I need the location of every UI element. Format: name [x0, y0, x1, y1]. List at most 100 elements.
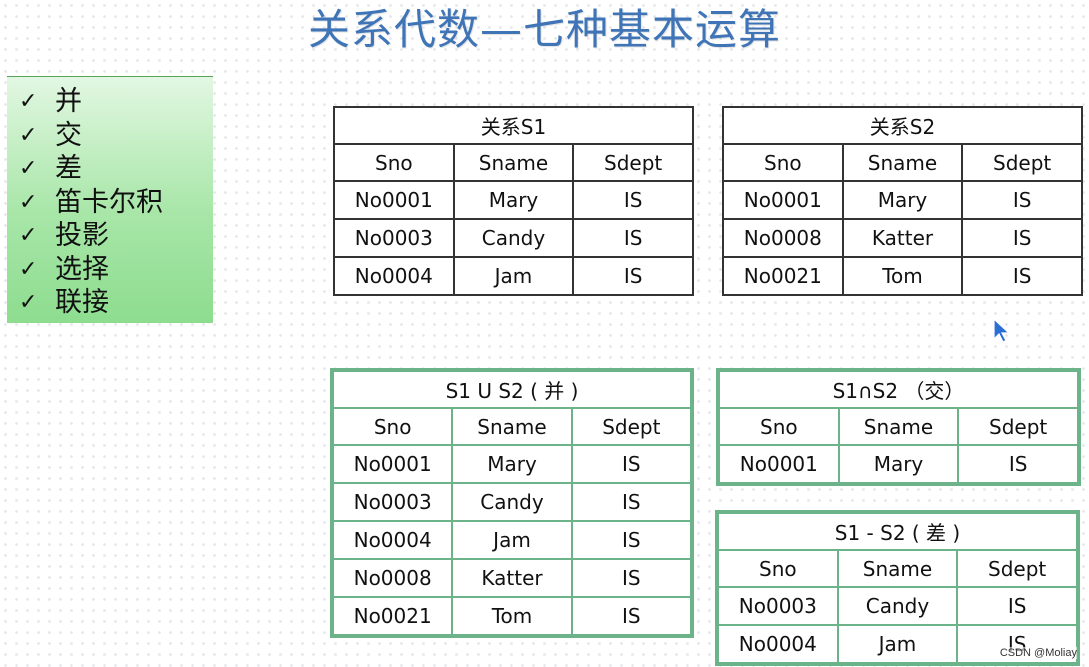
table-caption: 关系S1	[333, 106, 694, 145]
operation-label: 笛卡尔积	[55, 186, 163, 218]
operation-item: ✓联接	[19, 286, 213, 320]
table-cell: No0001	[722, 180, 844, 220]
check-icon: ✓	[19, 122, 38, 148]
operation-label: 交	[55, 119, 82, 151]
table-cell: IS	[570, 482, 693, 522]
table-cell: No0001	[718, 444, 840, 484]
table-cell: IS	[570, 520, 693, 560]
table-cell: Candy	[451, 482, 573, 522]
check-icon: ✓	[19, 256, 38, 282]
column-header: Sno	[722, 143, 844, 182]
table-cell: No0004	[331, 520, 454, 560]
table-caption: S1 - S2 ( 差 )	[717, 512, 1078, 551]
table-cell: Candy	[452, 218, 575, 258]
column-header: Sdept	[961, 143, 1083, 182]
column-header: Sname	[452, 143, 575, 182]
operations-list-panel: ✓并✓交✓差✓笛卡尔积✓投影✓选择✓联接	[7, 76, 213, 323]
operation-item: ✓差	[19, 152, 213, 186]
column-header: Sdept	[572, 143, 694, 182]
operations-list: ✓并✓交✓差✓笛卡尔积✓投影✓选择✓联接	[7, 77, 213, 320]
column-header: Sno	[331, 407, 454, 446]
column-header: Sno	[718, 407, 840, 446]
check-icon: ✓	[19, 156, 38, 181]
table-cell: IS	[572, 180, 694, 220]
table-cell: No0004	[717, 624, 839, 664]
table-cell: No0003	[333, 218, 455, 258]
watermark: CSDN @Moliay	[999, 647, 1077, 659]
table-cell: IS	[956, 586, 1078, 626]
table-cell: No0003	[717, 586, 839, 626]
operation-label: 差	[55, 153, 82, 184]
table-caption-row: S1 U S2 ( 并 )	[332, 370, 692, 409]
table-cell: Mary	[452, 180, 575, 220]
operation-label: 选择	[55, 253, 109, 285]
table-cell: IS	[572, 256, 694, 296]
table-cell: IS	[572, 218, 694, 258]
operation-label: 联接	[55, 287, 109, 318]
column-header: Sname	[837, 407, 960, 446]
table-cell: Katter	[841, 218, 964, 258]
table-cell: No0021	[331, 596, 454, 636]
column-header: Sno	[333, 143, 455, 182]
table-cell: Katter	[451, 558, 573, 598]
table-cell: No0001	[333, 180, 455, 220]
table-cell: Mary	[841, 180, 964, 220]
table-cell: No0008	[331, 558, 454, 598]
table-cell: No0004	[333, 256, 455, 296]
slide-title: 关系代数—七种基本运算	[307, 5, 781, 54]
column-header: Sname	[836, 549, 959, 588]
table-cell: IS	[570, 596, 693, 636]
column-header: Sdept	[957, 407, 1079, 446]
table-cell: Jam	[451, 520, 573, 560]
table-caption-row: S1∩S2 （交）	[718, 370, 1079, 409]
table-cell: Candy	[836, 586, 959, 626]
table-cell: IS	[961, 180, 1083, 220]
table-cell: Mary	[451, 444, 573, 484]
table-cell: IS	[570, 558, 693, 598]
table-cell: IS	[961, 256, 1083, 296]
table-cell: IS	[570, 444, 693, 484]
operation-item: ✓投影	[19, 219, 213, 253]
table-cell: Jam	[836, 624, 959, 664]
column-header: Sname	[841, 143, 964, 182]
table-cell: Mary	[837, 444, 960, 484]
mouse-pointer-icon	[993, 318, 1011, 343]
operation-item: ✓交	[19, 119, 213, 153]
table-caption: S1∩S2 （交）	[718, 370, 1079, 409]
operation-item: ✓并	[19, 85, 213, 119]
operation-item: ✓笛卡尔积	[19, 186, 213, 220]
table-cell: Tom	[451, 596, 573, 636]
table-caption-row: S1 - S2 ( 差 )	[717, 512, 1078, 551]
table-caption: S1 U S2 ( 并 )	[332, 370, 692, 409]
table-cell: Tom	[841, 256, 964, 296]
check-icon: ✓	[19, 223, 38, 248]
table-cell: No0003	[331, 482, 454, 522]
table-caption: 关系S2	[722, 106, 1083, 145]
table-cell: IS	[957, 444, 1079, 484]
operation-label: 并	[55, 86, 82, 117]
table-cell: Jam	[452, 256, 575, 296]
column-header: Sname	[451, 407, 573, 446]
column-header: Sdept	[956, 549, 1078, 588]
table-cell: No0021	[722, 256, 844, 296]
